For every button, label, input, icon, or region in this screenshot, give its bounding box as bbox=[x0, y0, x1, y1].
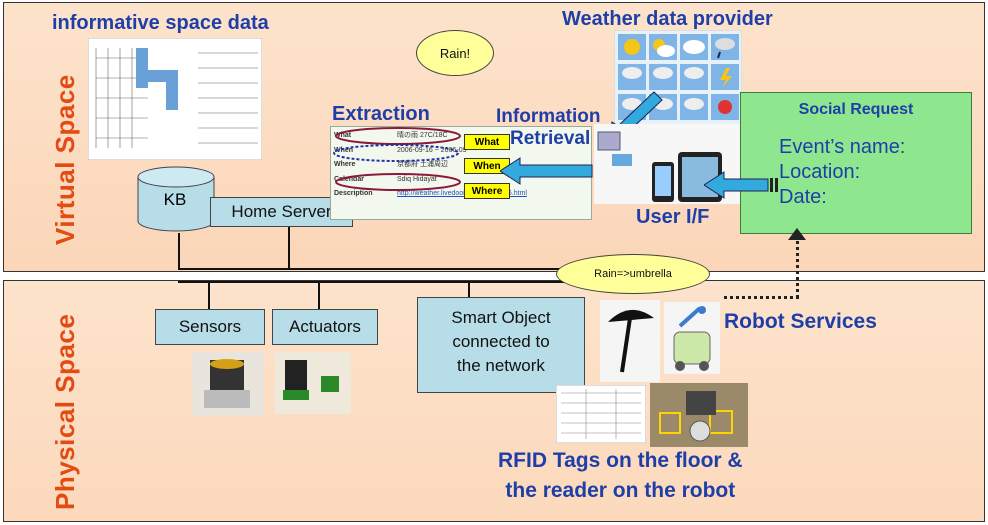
location-field-label: Location: bbox=[779, 161, 861, 183]
umbrella-bubble-text: Rain=>umbrella bbox=[594, 268, 672, 280]
information-label: Information bbox=[496, 106, 601, 127]
network-bus-line bbox=[178, 268, 590, 270]
web-row-where-val: 京都府 土浦周辺 bbox=[397, 161, 448, 168]
smart-object-line3: the network bbox=[457, 356, 545, 375]
tag-what: What bbox=[464, 134, 510, 150]
user-devices-image bbox=[594, 124, 740, 204]
sensors-link-line bbox=[208, 283, 210, 309]
smart-object-link-line bbox=[468, 283, 470, 297]
dotted-arrow-head-icon bbox=[788, 228, 806, 240]
robot-image bbox=[664, 302, 720, 374]
robot-services-label: Robot Services bbox=[724, 310, 877, 333]
web-row-what-key: What bbox=[334, 132, 352, 139]
smart-object-line1: Smart Object bbox=[451, 308, 551, 327]
sensor-device-image bbox=[192, 352, 264, 416]
floor-map-image bbox=[88, 38, 262, 160]
smart-object-box: Smart Object connected to the network bbox=[417, 297, 585, 393]
social-request-box: Social Request Event’s name: Location: D… bbox=[740, 92, 972, 234]
social-request-title: Social Request bbox=[798, 101, 914, 118]
rfid-caption-line1: RFID Tags on the floor & bbox=[498, 449, 743, 472]
home-server-label: Home Server bbox=[231, 202, 332, 221]
actuator-device-image bbox=[275, 352, 351, 414]
web-row-when-key: When bbox=[334, 146, 354, 154]
web-row-description-val: http://weather.livedoor.com/area/8/46.ht… bbox=[397, 190, 527, 197]
rfid-caption: RFID Tags on the floor & the reader on t… bbox=[498, 446, 743, 506]
event-name-field-label: Event’s name: bbox=[779, 136, 906, 158]
rain-bubble-text: Rain! bbox=[439, 45, 471, 61]
actuators-box: Actuators bbox=[272, 309, 378, 345]
informative-space-title: informative space data bbox=[52, 12, 269, 34]
web-row-what-val: 晴の雨 27C/18C bbox=[397, 132, 448, 139]
server-link-line bbox=[288, 227, 290, 269]
web-row-calendar-val: Sdiq Hidayat bbox=[397, 175, 437, 183]
dotted-link-horizontal bbox=[724, 296, 799, 299]
retrieval-label: Retrieval bbox=[510, 128, 591, 149]
extraction-label: Extraction bbox=[332, 103, 430, 125]
highlight-ellipses bbox=[333, 127, 461, 191]
dotted-link-vertical bbox=[796, 236, 799, 298]
kb-link-line bbox=[178, 233, 180, 269]
arrow-from-social-icon bbox=[704, 171, 778, 199]
rain-speech-bubble: Rain! bbox=[416, 30, 494, 76]
information-retrieval-label: Information Retrieval bbox=[496, 106, 601, 150]
umbrella-image bbox=[600, 300, 660, 382]
rfid-caption-line2: the reader on the robot bbox=[505, 479, 736, 502]
user-if-label: User I/F bbox=[636, 206, 710, 228]
rfid-robot-photo bbox=[650, 383, 748, 447]
arrow-to-extraction-icon bbox=[500, 157, 593, 185]
home-server-box: Home Server bbox=[210, 197, 353, 227]
web-row-description-key: Description bbox=[334, 190, 373, 197]
actuators-label: Actuators bbox=[289, 317, 361, 336]
web-row-calendar-key: Calendar bbox=[334, 175, 364, 183]
sensors-box: Sensors bbox=[155, 309, 265, 345]
kb-database-icon bbox=[137, 166, 215, 232]
umbrella-speech-bubble: Rain=>umbrella bbox=[556, 254, 710, 294]
tag-where: Where bbox=[464, 183, 510, 199]
rfid-floor-map-image bbox=[556, 385, 646, 443]
physical-space-label: Physical Space bbox=[50, 313, 80, 510]
date-field-label: Date: bbox=[779, 186, 827, 208]
actuators-link-line bbox=[318, 283, 320, 309]
virtual-space-label: Virtual Space bbox=[50, 74, 80, 245]
smart-object-line2: connected to bbox=[452, 332, 550, 351]
weather-provider-title: Weather data provider bbox=[562, 8, 773, 30]
web-row-when-val: 2006-09-16 ~ 2006-09 bbox=[397, 146, 467, 154]
physical-bus-line bbox=[178, 281, 590, 283]
sensors-label: Sensors bbox=[178, 317, 242, 336]
kb-label: KB bbox=[163, 190, 187, 209]
web-row-where-key: Where bbox=[334, 161, 356, 168]
